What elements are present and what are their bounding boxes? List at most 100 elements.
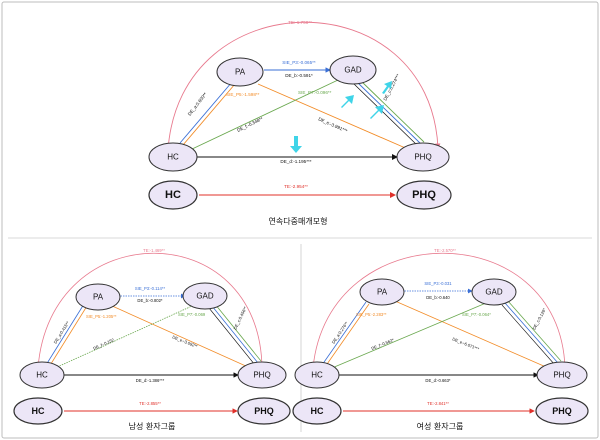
left-sie-p3-label: SIE_P3:-0.114** [135,286,166,291]
top-de-f-label: DE_f:-0.348** [236,116,264,133]
top-te-label: TE:-2.954** [284,184,308,189]
highlight-arrow-4 [382,81,392,94]
highlight-arrow-3 [370,105,384,119]
right-diagram: TE:-2.570** DE_a:0.276** SIE_P3:-0.031 D… [292,248,589,431]
top-de-e-label: DE_e:-3.991*** [318,116,349,133]
highlight-arrow-2 [341,95,354,108]
top-de-c-label: DE_c:0.274*** [382,73,400,101]
right-te-label: TE:-2.841** [427,401,449,406]
left-node-hc [19,361,65,389]
right-sie-p7-label: SIE_P7:-0.064* [462,312,491,317]
top-caption: 연속다중매개모형 [269,216,328,226]
right-node-pa-label: PA [377,288,388,297]
left-path-c-green [214,303,262,362]
top-path-e [257,83,411,151]
top-te-node-hc [148,180,198,210]
top-de-a-label: DE_a:0.600** [187,91,208,116]
left-node-hc-label: HC [36,371,48,380]
right-te-node-hc-label: HC [311,406,324,416]
right-path-c-blue [504,302,559,364]
left-node-phq [237,361,287,389]
left-te-arc [37,253,265,369]
top-node-gad [329,55,377,85]
right-path-a-orange [324,303,370,368]
top-node-pa [216,57,264,87]
right-sie-p5-label: SIE_P5:-2.283** [356,312,387,317]
left-path-c-blue [211,305,259,364]
top-te-node-phq [396,180,452,210]
left-sie-p7-label: SIE_P7:-0.069 [178,312,206,317]
top-te-node-phq-label: PHQ [412,189,436,201]
left-path-a-orange [48,305,88,368]
right-de-a-label: DE_a:0.276** [331,320,350,344]
top-te-node-hc-label: HC [165,189,181,201]
right-caption: 여성 환자그룹 [417,421,464,431]
right-te-node-phq-label: PHQ [552,406,572,416]
left-caption: 남성 환자그룹 [129,421,176,431]
right-path-e [394,300,547,368]
top-node-phq [396,142,450,172]
right-de-c-label: DE_c:0.126* [531,307,547,330]
top-de-d-label: DE_d:-1.195*** [280,159,311,164]
right-sie-p3-label: SIE_P3:-0.031 [424,281,452,286]
right-path-a-blue [321,301,367,366]
top-sie-p5-label: SIE_P5:-1.598** [226,92,260,97]
left-te-node-hc [13,397,63,425]
top-diagram: TE:-1.758** DE_a:0.600** SIE_P3:-0.065**… [148,20,452,226]
left-diagram: TE:-1.469** DE_a:0.415** SIE_P3:-0.114**… [13,248,291,431]
left-node-gad [182,282,228,310]
left-node-pa-label: PA [93,293,104,302]
left-path-a-blue [45,303,85,366]
top-path-a-blue [179,81,233,144]
top-sie-p3-label: SIE_P3:-0.065** [282,60,316,65]
left-de-f-label: DE_f:-0.152 [92,337,115,351]
right-te-node-hc [292,397,342,425]
right-node-pa [359,278,405,306]
left-te-node-phq-label: PHQ [254,406,274,416]
left-node-gad-label: GAD [196,292,214,301]
top-highlight-arrows [290,81,392,153]
right-de-e-label: DE_e:-6.071*** [452,336,481,351]
left-path-f [54,305,193,369]
left-node-phq-label: PHQ [253,371,270,380]
top-de-b-label: DE_b:-0.591* [285,73,313,78]
top-node-hc [148,142,198,172]
right-de-d-label: DE_d:-0.663* [425,378,451,383]
left-te-label: TE:-2.855** [139,401,161,406]
right-te-node-phq [535,397,589,425]
top-node-gad-label: GAD [344,66,362,75]
top-path-f [189,79,339,151]
top-path-c-green [359,79,425,143]
top-sie-p7-label: SIE_P7:-0.096** [298,90,332,95]
right-path-c-black [501,304,556,366]
right-node-phq [536,361,588,389]
right-de-b-label: DE_b:-0.640 [426,295,450,300]
right-path-c-green [507,300,562,362]
top-node-hc-label: HC [167,153,179,162]
top-node-pa-label: PA [235,68,246,77]
left-de-c-label: DE_c:0.456** [232,305,248,330]
right-node-phq-label: PHQ [553,371,570,380]
top-path-c-black [353,83,419,147]
left-te-node-hc-label: HC [32,406,45,416]
left-path-e [109,304,249,368]
highlight-arrow-1 [290,136,302,153]
right-node-hc-label: HC [311,371,323,380]
right-te-arc [312,252,568,369]
left-de-e-label: DE_e:-3.092** [172,334,199,349]
top-node-phq-label: PHQ [414,153,431,162]
right-de-f-label: DE_f:-0.562* [371,337,395,351]
right-node-gad-label: GAD [485,288,503,297]
left-sie-p5-label: SIE_P5:-1.205** [86,314,117,319]
top-te-arc-label: TE:-1.758** [288,20,312,25]
right-te-arc-label: TE:-2.570** [434,248,456,253]
left-de-b-label: DE_b:-0.802* [137,298,163,303]
top-path-a-orange [182,83,236,146]
left-de-d-label: DE_d:-1.386*** [136,378,165,383]
right-node-hc [294,361,340,389]
left-node-pa [75,283,121,311]
right-path-f [331,302,487,369]
left-te-arc-label: TE:-1.469** [143,248,165,253]
